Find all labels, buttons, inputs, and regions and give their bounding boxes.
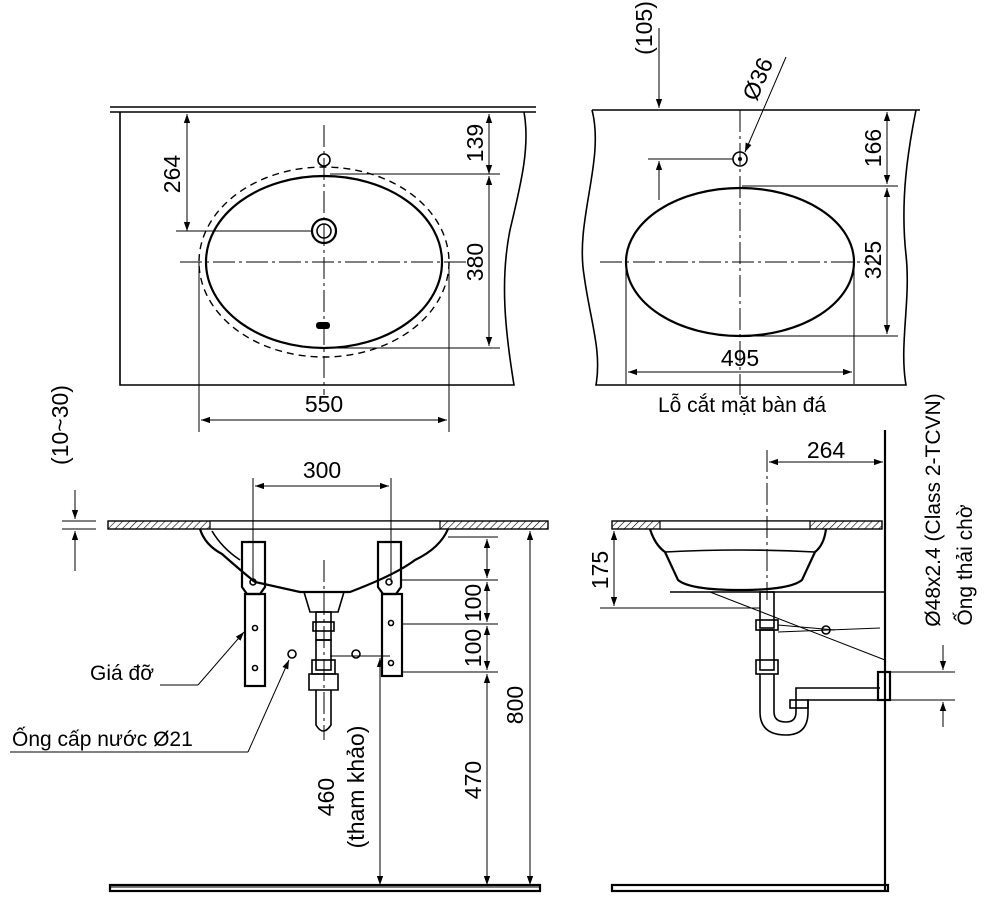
dim-264-side: 264	[807, 437, 846, 463]
bracket-right-upper	[376, 540, 403, 596]
dim-550: 550	[305, 391, 343, 417]
floor-line-side	[610, 883, 890, 893]
dim-166: 166	[860, 129, 886, 167]
dim-139: 139	[462, 124, 488, 162]
overflow-slot	[316, 322, 330, 329]
trap-front	[315, 690, 332, 732]
bracket-left-lower	[243, 592, 267, 688]
wall-drain-fitting	[876, 670, 892, 702]
plan-view-left: 264 139 380 550	[110, 106, 536, 432]
floor-line-front	[108, 883, 542, 893]
front-elevation: (10~30) 300 100 100 470 800 460 (tham kh…	[10, 385, 549, 893]
bracket-right-lower	[380, 592, 404, 678]
label-supply-pipe: Ống cấp nước Ø21	[12, 727, 193, 751]
dim-325: 325	[860, 241, 886, 279]
dim-175: 175	[587, 551, 613, 589]
countertop-outline	[119, 111, 527, 386]
label-pipe-spec: Ø48x2.4 (Class 2-TCVN)	[922, 393, 945, 626]
label-bracket: Giá đỡ	[90, 662, 154, 685]
dim-460: 460	[313, 778, 339, 816]
dim-460-note: (tham khảo)	[343, 726, 369, 849]
label-drain-pipe: Ống thải chờ	[953, 504, 977, 625]
dim-300: 300	[303, 457, 341, 483]
dim-105: (105)	[631, 1, 657, 55]
p-trap-outer	[759, 674, 880, 736]
supply-pipe-left	[287, 649, 297, 659]
basin-bowl-side	[648, 528, 828, 592]
counter-cut-outline	[581, 109, 917, 386]
dim-380: 380	[462, 243, 488, 281]
plan-view-cutout: (105) Ø36 166 325 495 Lỗ cắt mặt bàn đá	[581, 1, 920, 417]
dim-264-left: 264	[159, 155, 185, 194]
dim-10-30: (10~30)	[47, 385, 73, 465]
cutout-caption: Lỗ cắt mặt bàn đá	[658, 394, 826, 417]
side-elevation: 264 175 Ø48x2.4 (Class 2-TCVN) Ống thải …	[587, 393, 977, 893]
dim-800: 800	[502, 686, 528, 724]
dim-100-upper: 100	[460, 584, 486, 622]
dim-100-lower: 100	[460, 629, 486, 667]
basin-rim-front	[209, 520, 441, 530]
dim-diameter-36: Ø36	[737, 54, 778, 104]
dim-495: 495	[721, 345, 759, 371]
basin-bowl-front	[198, 528, 450, 594]
dim-470: 470	[460, 761, 486, 799]
supply-pipe-right	[351, 649, 361, 659]
p-trap-inner	[773, 674, 880, 723]
